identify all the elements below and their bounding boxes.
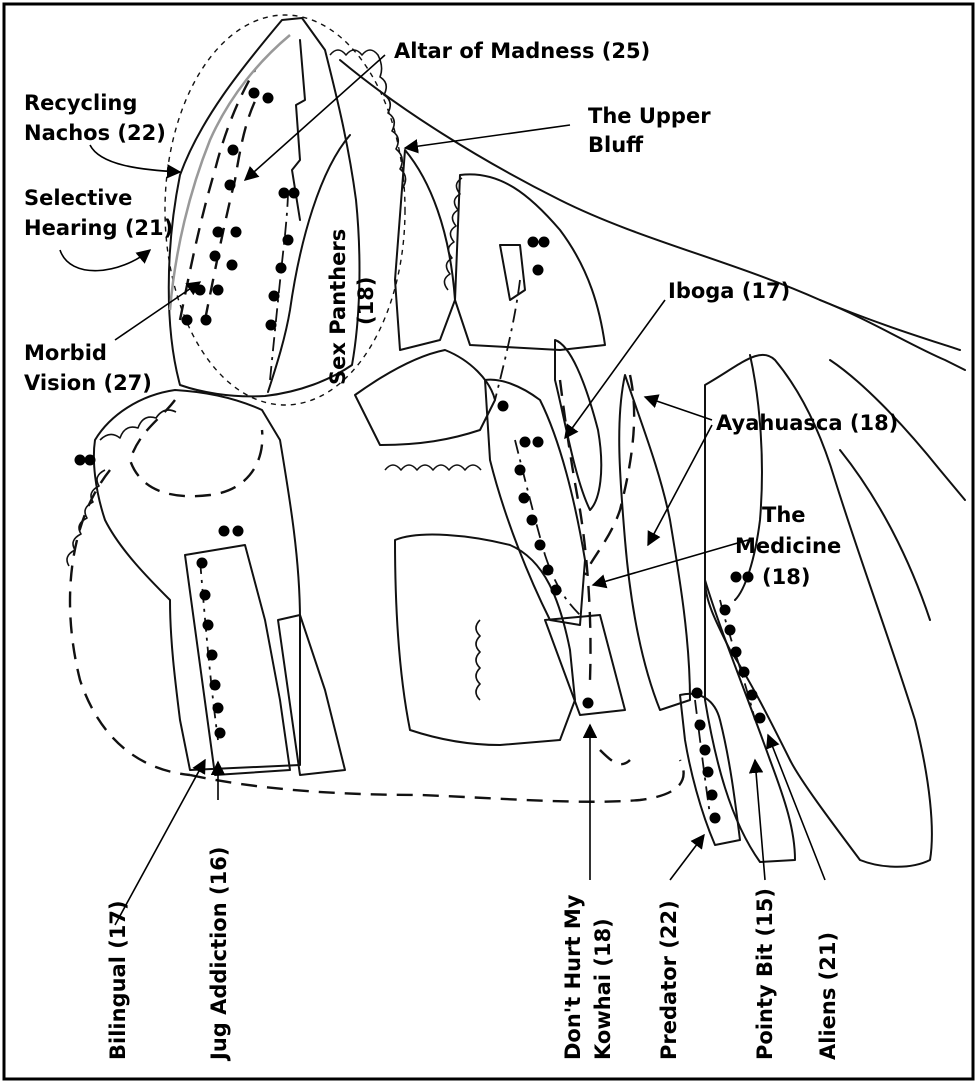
arrow-aliens: [768, 735, 825, 880]
label-morbid-vision: Morbid Vision (27): [24, 341, 152, 395]
label-selective-hearing: Selective Hearing (21): [24, 186, 173, 240]
label-recycling-nachos: Recycling Nachos (22): [24, 91, 166, 145]
arrow-selective-hearing: [60, 250, 150, 271]
label-predator: Predator (22): [657, 900, 681, 1060]
arrow-the-medicine: [593, 540, 748, 585]
label-aliens: Aliens (21): [816, 932, 840, 1060]
label-jug-addiction: Jug Addiction (16): [207, 847, 231, 1062]
arrow-bilingual: [115, 760, 205, 925]
label-bilingual: Bilingual (17): [106, 900, 130, 1060]
arrow-iboga: [565, 300, 665, 438]
label-the-upper-bluff: The Upper Bluff: [588, 104, 718, 157]
arrow-predator: [670, 835, 704, 880]
route-labels: Altar of Madness (25) Recycling Nachos (…: [24, 39, 898, 1062]
label-altar-of-madness: Altar of Madness (25): [394, 39, 650, 63]
arrow-morbid-vision: [115, 282, 200, 340]
label-iboga: Iboga (17): [668, 279, 790, 303]
arrow-ayahuasca-1: [645, 397, 712, 420]
arrow-ayahuasca-2: [648, 425, 712, 545]
route-lines: [170, 35, 755, 815]
label-dont-hurt-my-kowhai: Don't Hurt My Kowhai (18): [561, 887, 615, 1060]
label-pointy-bit: Pointy Bit (15): [753, 888, 777, 1060]
arrow-recycling-nachos: [90, 145, 180, 172]
arrow-the-upper-bluff: [405, 125, 570, 148]
arrow-altar-of-madness: [245, 55, 385, 180]
label-ayahuasca: Ayahuasca (18): [716, 411, 898, 435]
